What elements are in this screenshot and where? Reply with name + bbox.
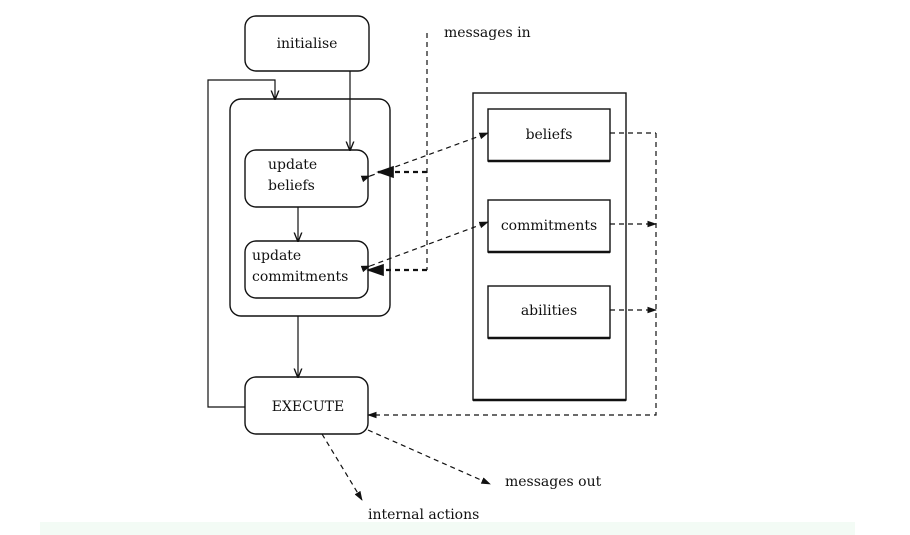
abilities-label: abilities <box>521 303 577 319</box>
update-commitments-label-line2: commitments <box>252 269 348 285</box>
messages-out-label: messages out <box>505 474 602 490</box>
execute-label: EXECUTE <box>272 399 344 415</box>
execute-box <box>244 376 369 435</box>
footer-strip <box>40 522 855 535</box>
arrow-update-beliefs-beliefs-bidirectional <box>360 132 489 183</box>
messages-in-label: messages in <box>444 25 531 41</box>
arrow-update-commitments-commitments-bidirectional <box>360 221 489 273</box>
arrow-stores-to-execute <box>367 133 657 419</box>
internal-actions-label: internal actions <box>368 507 479 523</box>
beliefs-label: beliefs <box>526 127 573 143</box>
commitments-label: commitments <box>501 218 597 234</box>
update-commitments-label-line1: update <box>252 248 301 264</box>
initialise-box <box>244 15 370 72</box>
initialise-label: initialise <box>277 36 338 52</box>
update-beliefs-label-line1: update <box>268 157 317 173</box>
update-beliefs-label-line2: beliefs <box>268 178 315 194</box>
abilities-box <box>487 285 611 339</box>
arrow-execute-to-internal-actions <box>321 433 363 501</box>
arrow-execute-loop-back <box>207 79 275 408</box>
arrow-execute-to-messages-out <box>367 429 491 485</box>
